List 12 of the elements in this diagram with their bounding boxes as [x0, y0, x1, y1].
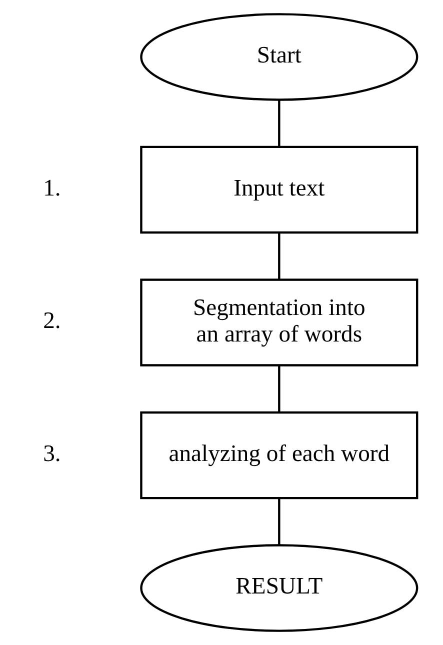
node-label: 2.: [42, 308, 60, 334]
connector: [278, 366, 280, 412]
node-ellipse: Start: [140, 13, 418, 101]
node-box: analyzing of each word: [140, 411, 418, 500]
connector: [278, 233, 280, 280]
node-ellipse: RESULT: [140, 544, 418, 632]
node-box: Input text: [140, 146, 418, 234]
node-label: 1.: [42, 175, 60, 202]
connector: [278, 498, 280, 545]
node-label: 3.: [42, 440, 60, 467]
connector: [278, 100, 280, 147]
node-box: Segmentation into an array of words: [140, 278, 418, 366]
